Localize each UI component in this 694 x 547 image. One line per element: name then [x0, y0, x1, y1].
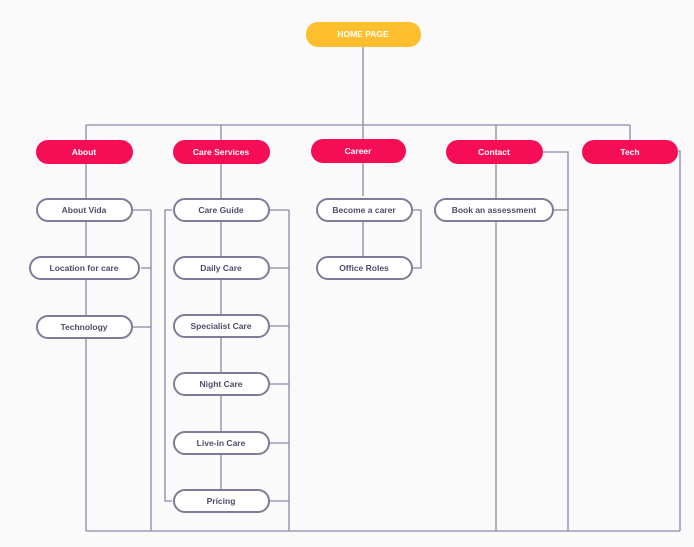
page-node-location-for-care: Location for care	[28, 256, 140, 280]
page-node-live-in-care: Live-in Care	[172, 431, 270, 455]
section-node-career: Career	[310, 139, 406, 163]
page-node-about-vida: About Vida	[35, 198, 133, 222]
page-node-pricing: Pricing	[172, 489, 270, 513]
page-node-daily-care: Daily Care	[172, 256, 270, 280]
page-node-technology: Technology	[35, 315, 133, 339]
page-node-become-a-carer: Become a carer	[315, 198, 413, 222]
page-node-specialist-care: Specialist Care	[172, 314, 270, 338]
page-node-book-an-assessment: Book an assessment	[434, 198, 554, 222]
page-node-care-guide: Care Guide	[172, 198, 270, 222]
section-node-care-services: Care Services	[172, 140, 270, 164]
section-node-about: About	[35, 140, 133, 164]
page-node-night-care: Night Care	[172, 372, 270, 396]
home-page-node: HOME PAGE	[305, 21, 421, 47]
page-node-office-roles: Office Roles	[315, 256, 413, 280]
section-node-tech: Tech	[582, 140, 678, 164]
section-node-contact: Contact	[445, 140, 543, 164]
